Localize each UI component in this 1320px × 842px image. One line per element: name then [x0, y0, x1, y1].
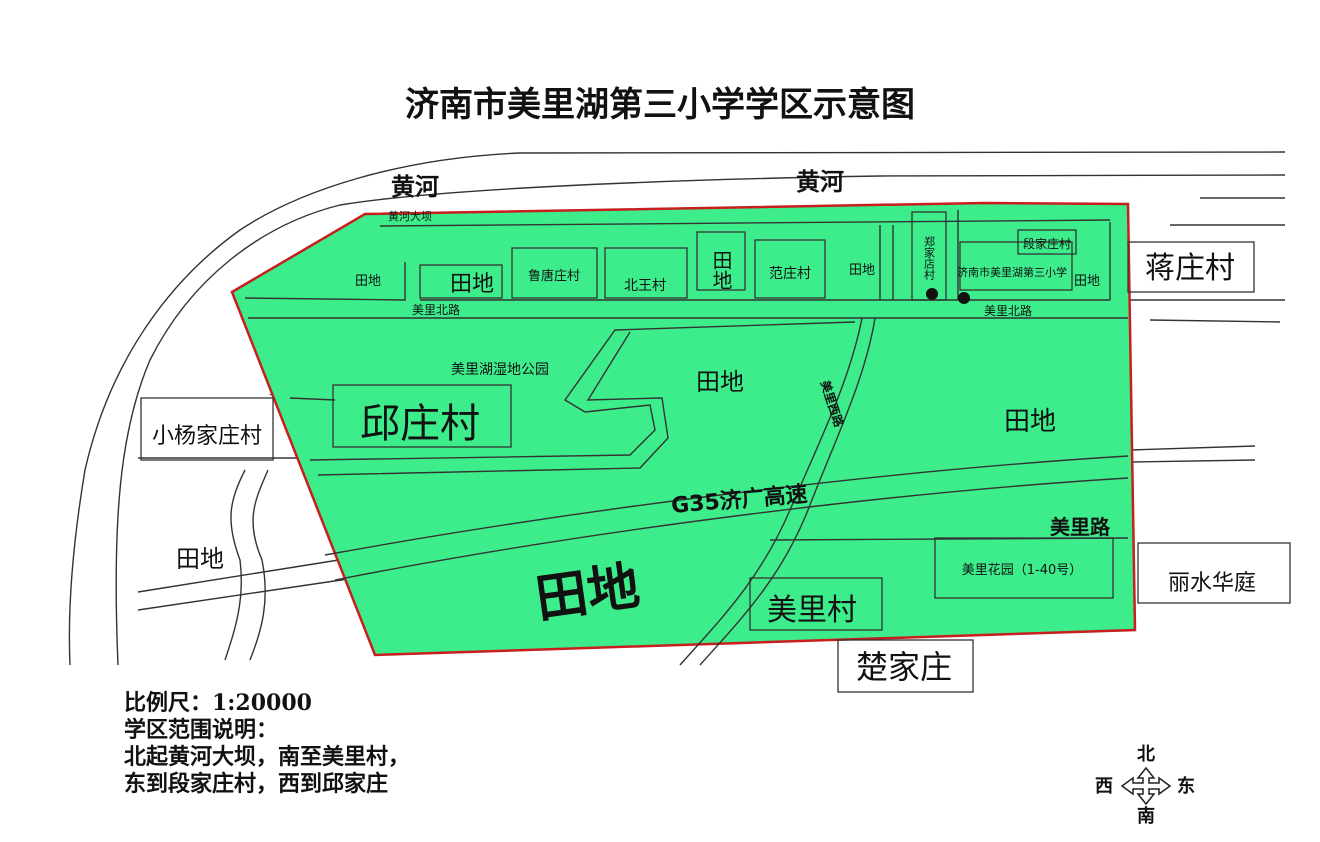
legend: 比例尺：1:20000 学区范围说明： 北起黄河大坝，南至美里村， 东到段家庄村… — [124, 690, 410, 798]
compass-east: 东 — [1177, 775, 1195, 797]
zone-boxes — [332, 211, 1114, 631]
village-fan: 范庄村 — [769, 265, 811, 282]
legend-range-line1: 北起黄河大坝，南至美里村， — [124, 744, 411, 770]
road-meili-north-right: 美里北路 — [984, 303, 1032, 318]
field-center: 田地 — [696, 368, 744, 396]
outside-boxes — [140, 241, 1291, 693]
compass: 北 南 东 西 — [1095, 744, 1195, 827]
field-big: 田地 — [532, 556, 643, 630]
village-beiwang: 北王村 — [624, 278, 666, 294]
legend-range-line2: 东到段家庄村，西到邱家庄 — [124, 771, 389, 797]
village-jiangzhuang: 蒋庄村 — [1145, 251, 1235, 286]
village-meili: 美里村 — [767, 593, 857, 628]
school-dot-2 — [958, 292, 970, 304]
river-label-right: 黄河 — [796, 168, 844, 196]
school-dot-1 — [926, 288, 938, 300]
river-label-left: 黄河 — [391, 173, 439, 201]
village-qiuzhuang: 邱庄村 — [360, 401, 480, 447]
school-zone — [230, 201, 1137, 657]
compass-west: 西 — [1095, 776, 1113, 797]
compass-arrows-icon — [1120, 766, 1172, 806]
road-meili-north-left: 美里北路 — [412, 302, 460, 317]
road-meili: 美里路 — [1050, 515, 1111, 539]
village-xiaoyang: 小杨家庄村 — [152, 424, 262, 449]
field-top-right: 田地 — [1074, 274, 1100, 289]
village-lu: 鲁唐庄村 — [528, 268, 580, 284]
compass-south: 南 — [1137, 805, 1155, 827]
residence-lishui: 丽水华庭 — [1168, 571, 1256, 596]
legend-scale: 比例尺：1:20000 — [124, 690, 312, 716]
map-title: 济南市美里湖第三小学学区示意图 — [405, 85, 915, 125]
school-label: 济南市美里湖第三小学 — [957, 265, 1067, 279]
field-vertical: 田地 — [709, 250, 733, 290]
compass-north: 北 — [1137, 744, 1155, 765]
field-right: 田地 — [1004, 407, 1056, 437]
wetland-park: 美里湖湿地公园 — [451, 362, 549, 378]
village-zheng: 郑家店村 — [923, 235, 936, 280]
field-left-outside: 田地 — [176, 545, 224, 573]
meili-garden: 美里花园（1-40号） — [962, 562, 1083, 578]
field-mid-top: 田地 — [849, 263, 875, 278]
village-chujia: 楚家庄 — [856, 648, 952, 686]
field-top-left: 田地 — [355, 274, 381, 289]
legend-range-title: 学区范围说明： — [124, 717, 279, 743]
dam-label: 黄河大坝 — [388, 209, 432, 223]
village-duan: 段家庄村 — [1023, 236, 1071, 251]
field-box: 田地 — [450, 272, 494, 297]
